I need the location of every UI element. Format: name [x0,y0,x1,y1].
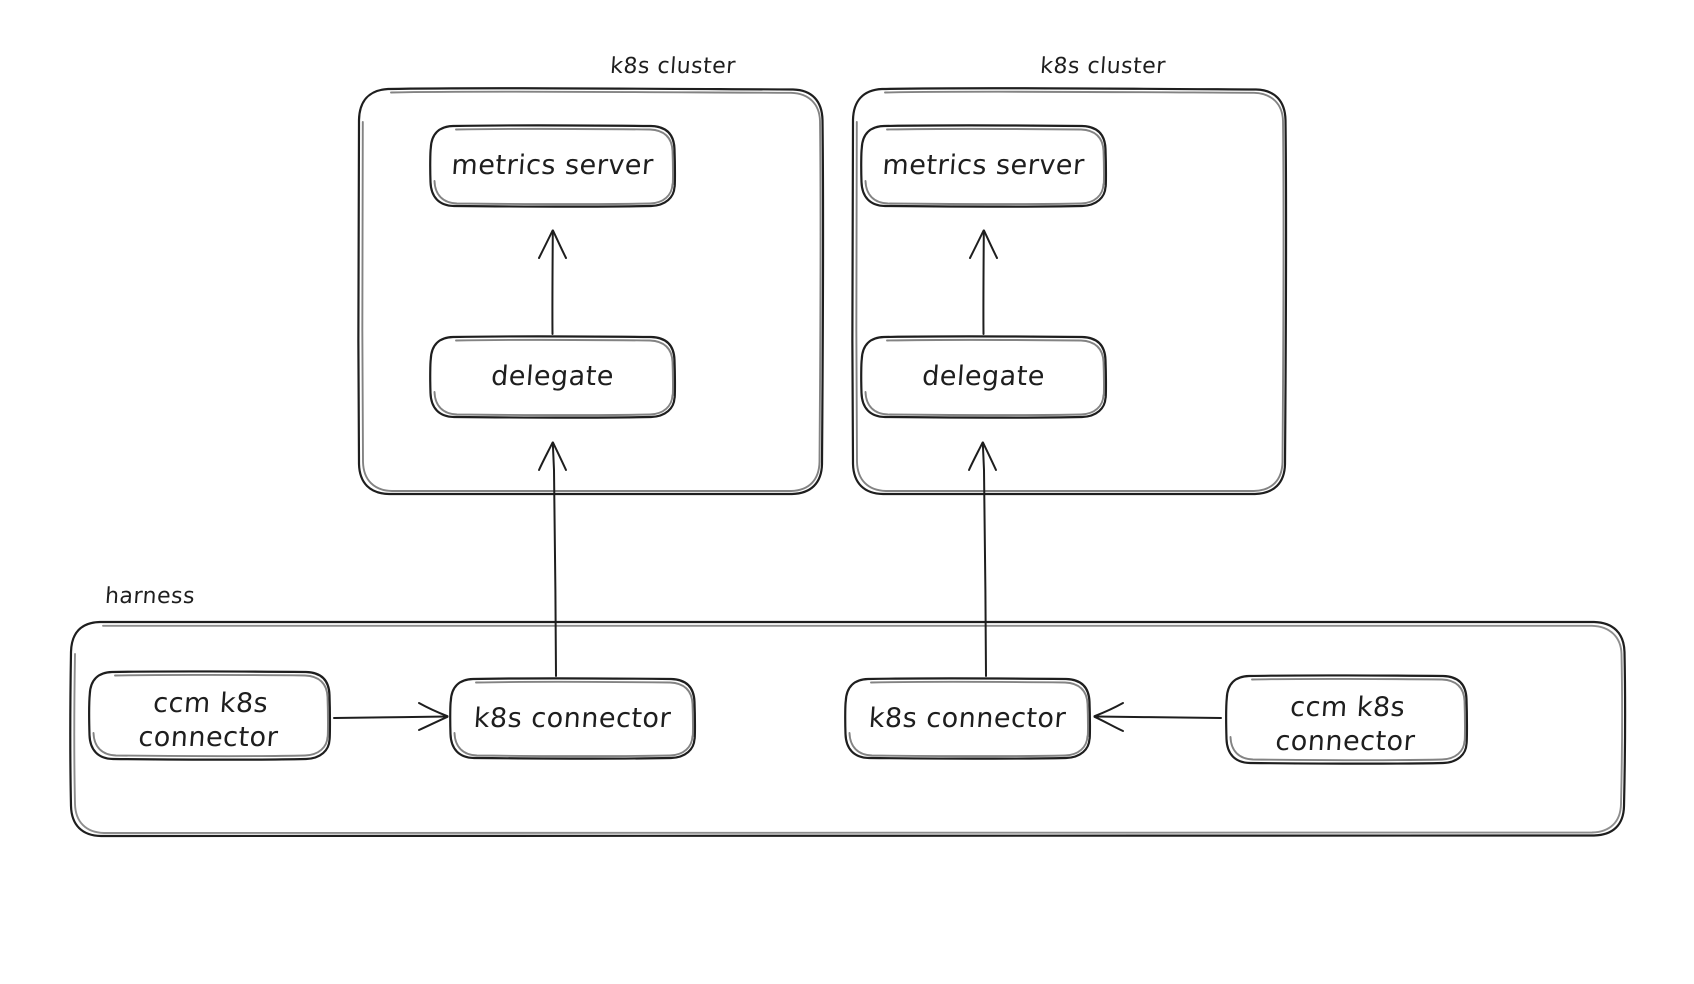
delegate-left-box[interactable] [429,335,677,419]
edge-ccm-left-to-k8s-connector-left [333,702,449,731]
delegate-right-box[interactable] [860,335,1108,419]
ccm-connector-right-box[interactable] [1225,674,1469,765]
cluster-right-container[interactable] [851,87,1288,496]
metrics-server-right-box[interactable] [860,124,1108,208]
ccm-connector-left-box[interactable] [88,670,332,761]
k8s-connector-left-box[interactable] [449,677,697,760]
harness-container[interactable] [69,619,1627,838]
cluster-left-container[interactable] [357,87,825,496]
edge-delegate-left-to-metrics-server-left [538,229,567,335]
k8s-connector-right-box[interactable] [844,677,1092,760]
edge-k8s-connector-right-to-delegate-right [968,441,997,677]
edge-delegate-right-to-metrics-server-right [969,229,998,335]
edge-ccm-right-to-k8s-connector-right [1093,702,1222,732]
edge-k8s-connector-left-to-delegate-left [538,441,567,677]
metrics-server-left-box[interactable] [429,124,677,208]
